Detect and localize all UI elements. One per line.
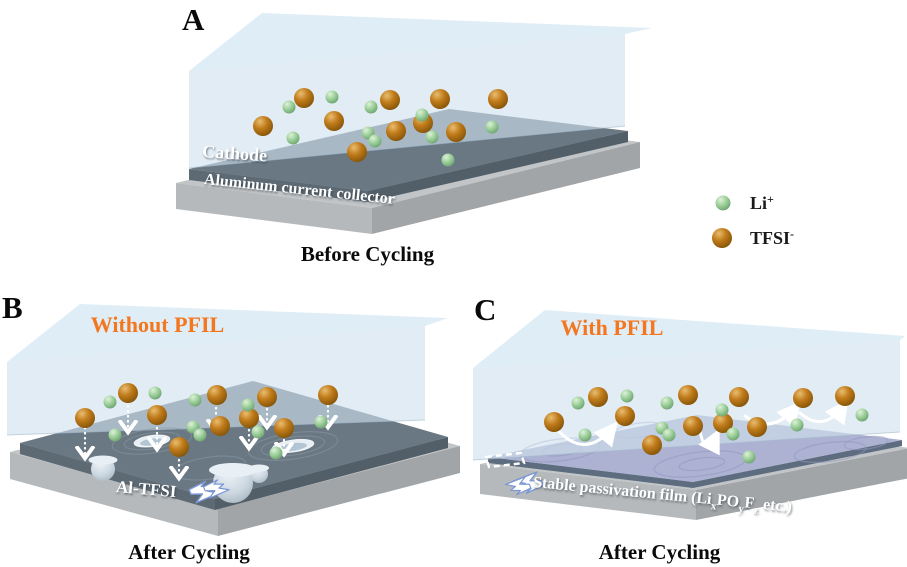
- li-spheres-a: [282, 90, 499, 167]
- li-sphere: [726, 427, 740, 441]
- li-sphere: [108, 428, 122, 442]
- li-sphere: [325, 90, 339, 104]
- tfsi-sphere: [274, 418, 294, 438]
- tfsi-spheres-c: [544, 385, 855, 455]
- panel-b-scene: [6, 304, 460, 536]
- li-sphere: [193, 428, 207, 442]
- panel-c-title: With PFIL: [560, 315, 664, 340]
- tfsi-sphere: [678, 385, 698, 405]
- tfsi-sphere: [253, 116, 273, 136]
- li-sphere: [282, 100, 296, 114]
- bounce-arrows-c: [554, 399, 849, 456]
- bounce-arrow: [554, 421, 618, 448]
- tfsi-sphere: [588, 387, 608, 407]
- li-sphere: [103, 395, 117, 409]
- tfsi-charge: -: [790, 227, 795, 241]
- tfsi-sphere: [793, 388, 813, 408]
- li-sphere: [269, 446, 283, 460]
- tfsi-sphere: [488, 89, 508, 109]
- tfsi-sphere: [207, 385, 227, 405]
- li-sphere: [425, 130, 439, 144]
- tfsi-sphere: [683, 416, 703, 436]
- tfsi-spheres-b: [75, 383, 338, 457]
- panel-b-caption: After Cycling: [128, 540, 250, 564]
- panel-a-caption: Before Cycling: [300, 242, 435, 266]
- li-sphere: [314, 415, 328, 429]
- li-charge: +: [767, 192, 774, 206]
- tfsi-sphere: [118, 383, 138, 403]
- li-sphere: [415, 108, 429, 122]
- cathode-label: Cathode: [201, 141, 268, 166]
- li-symbol: Li: [750, 193, 768, 213]
- tfsi-sphere: [318, 385, 338, 405]
- tfsi-symbol: TFSI: [750, 228, 791, 248]
- tfsi-sphere: [729, 387, 749, 407]
- li-sphere: [368, 134, 382, 148]
- tfsi-sphere: [169, 437, 189, 457]
- tfsi-sphere: [347, 142, 367, 162]
- film-label-post: etc.): [758, 495, 793, 516]
- li-sphere: [485, 120, 499, 134]
- li-sphere: [855, 408, 869, 422]
- li-legend-sphere-icon: [715, 195, 731, 211]
- li-sphere: [742, 450, 756, 464]
- panel-c-scene: [472, 310, 907, 520]
- tfsi-spheres-a: [253, 88, 508, 162]
- legend-icons: [712, 195, 732, 248]
- tfsi-sphere: [544, 412, 564, 432]
- li-sphere: [578, 428, 592, 442]
- tfsi-sphere: [147, 405, 167, 425]
- bounce-arrow: [798, 399, 849, 426]
- legend-li-label: Li+: [750, 192, 774, 214]
- panel-b-letter: B: [2, 290, 23, 325]
- tfsi-sphere: [446, 122, 466, 142]
- bounce-arrow: [698, 428, 720, 456]
- li-sphere: [364, 100, 378, 114]
- tfsi-sphere: [835, 386, 855, 406]
- li-sphere: [251, 425, 265, 439]
- li-sphere: [715, 403, 729, 417]
- tfsi-sphere: [713, 413, 733, 433]
- li-sphere: [660, 396, 674, 410]
- tfsi-sphere: [294, 88, 314, 108]
- tfsi-sphere: [324, 111, 344, 131]
- al-tfsi-deposit: [88, 455, 269, 503]
- panel-c-letter: C: [474, 292, 497, 327]
- tfsi-sphere: [747, 417, 767, 437]
- panel-a-scene: [176, 13, 652, 234]
- li-sphere: [620, 389, 634, 403]
- panel-a-letter: A: [182, 2, 205, 37]
- li-sphere: [188, 393, 202, 407]
- li-spheres-c: [571, 389, 869, 464]
- tfsi-sphere: [239, 408, 259, 428]
- bounce-arrow: [743, 401, 801, 428]
- tfsi-sphere: [257, 387, 277, 407]
- tfsi-legend-sphere-icon: [712, 228, 732, 248]
- blocked-corrosion-box: [484, 451, 526, 469]
- tfsi-sphere: [615, 406, 635, 426]
- tfsi-sphere: [75, 408, 95, 428]
- li-sphere: [286, 131, 300, 145]
- legend-tfsi-label: TFSI-: [750, 227, 794, 249]
- tfsi-sphere: [642, 435, 662, 455]
- li-sphere: [241, 398, 255, 412]
- li-sphere: [662, 428, 676, 442]
- tfsi-sphere: [210, 416, 230, 436]
- tfsi-sphere: [386, 121, 406, 141]
- panel-c-caption: After Cycling: [598, 540, 721, 564]
- panel-b-title: Without PFIL: [90, 312, 225, 337]
- li-sphere: [441, 153, 455, 167]
- li-sphere: [790, 418, 804, 432]
- tfsi-sphere: [380, 90, 400, 110]
- film-label-mid1: PO: [716, 491, 740, 511]
- tfsi-sphere: [430, 89, 450, 109]
- li-sphere: [571, 396, 585, 410]
- electrolyte-box-b: [6, 304, 448, 436]
- li-sphere: [148, 386, 162, 400]
- li-spheres-b: [103, 386, 328, 460]
